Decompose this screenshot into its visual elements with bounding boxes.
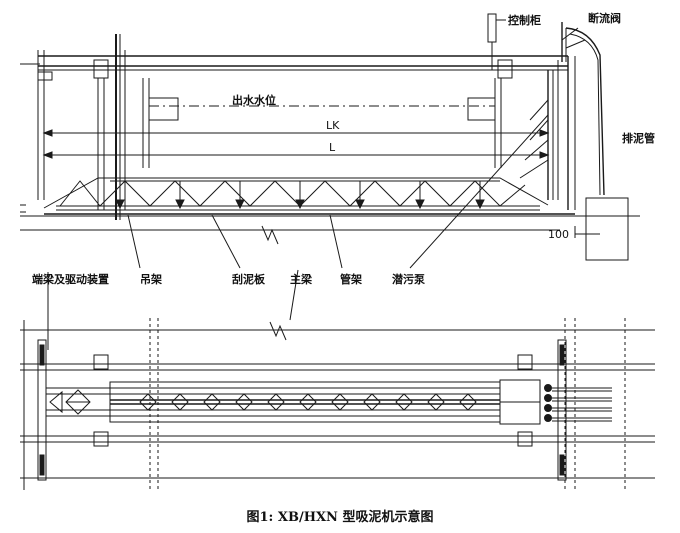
label-scraper: 刮泥板 — [232, 272, 266, 286]
label-main-beam: 主梁 — [290, 272, 313, 286]
label-shutoff-valve: 断流阀 — [588, 11, 621, 25]
break-mark-lower — [269, 321, 287, 341]
bridge-top-beam — [37, 50, 568, 200]
label-dim-100: 100 — [548, 228, 569, 241]
dim-100 — [574, 226, 600, 238]
label-water-level: 出水水位 — [232, 93, 276, 107]
label-submersible-pump: 潜污泵 — [392, 272, 425, 286]
left-end-carriage — [20, 63, 53, 213]
launder — [149, 97, 495, 121]
label-end-beam-drive: 端梁及驱动装置 — [32, 272, 109, 286]
control-cabinet — [487, 13, 506, 70]
label-discharge-pipe: 排泥管 — [622, 131, 655, 145]
label-l: L — [329, 141, 336, 154]
label-lk: LK — [326, 119, 340, 132]
plan-drive-unit — [49, 389, 91, 415]
label-pipe-rack: 管架 — [340, 272, 362, 286]
discharge-pipe — [565, 27, 629, 261]
pump-riser — [519, 60, 559, 200]
scraper-blades — [115, 199, 485, 210]
label-hanger: 吊架 — [140, 272, 162, 286]
suction-pipes — [119, 181, 481, 200]
plan-outline — [20, 320, 655, 490]
tank-walls — [97, 56, 576, 210]
break-mark-upper — [261, 225, 279, 245]
figure-caption: 图1: XB/HXN 型吸泥机示意图 — [246, 510, 434, 525]
plan-end-beams — [37, 339, 567, 481]
plan-pump-box — [499, 379, 541, 425]
plan-nozzles — [139, 393, 477, 411]
scraper-truss — [59, 180, 526, 207]
plan-main-beam — [46, 381, 501, 423]
plan-outlet-pipes — [544, 384, 612, 422]
label-control-cabinet: 控制柜 — [508, 13, 541, 27]
leader-lines-upper — [47, 114, 549, 350]
